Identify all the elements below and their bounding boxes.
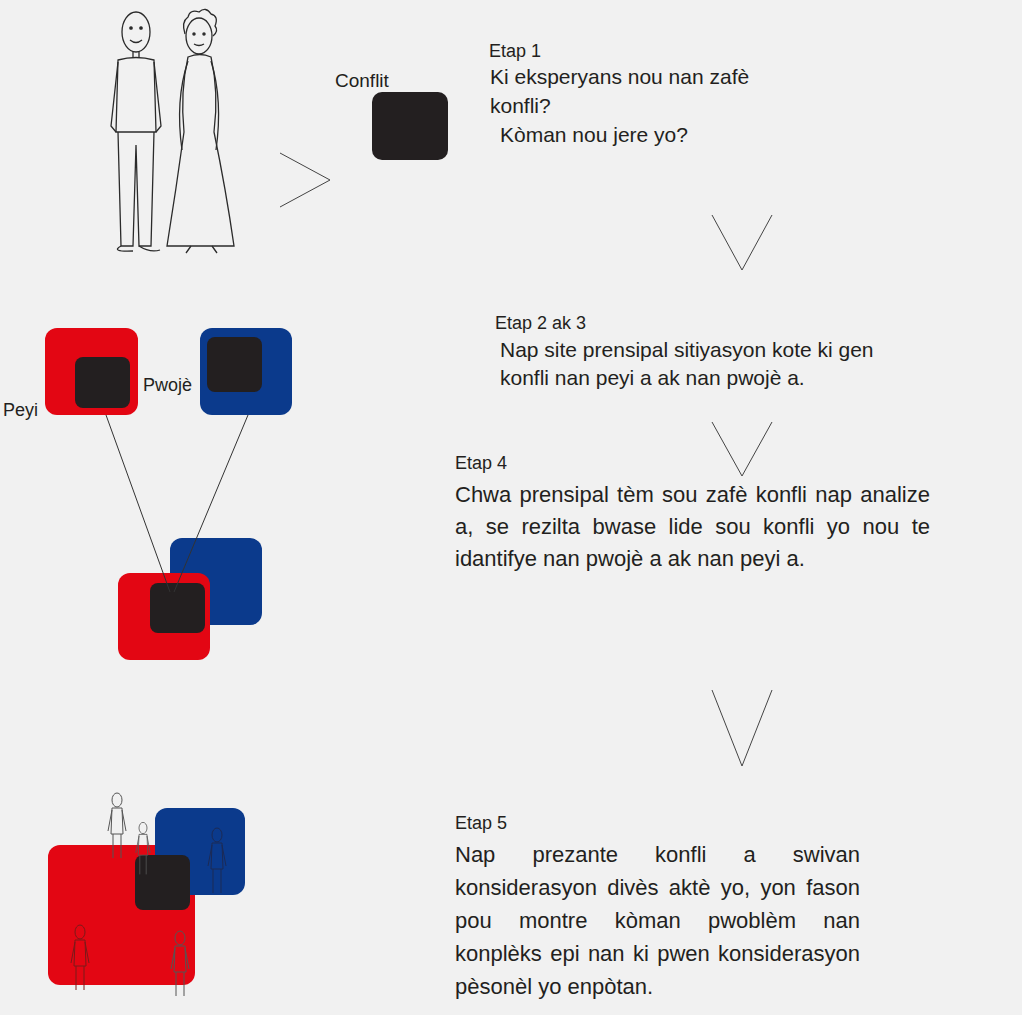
chevron-down xyxy=(712,215,772,270)
country-box: Peyi xyxy=(45,328,138,415)
node-label: Pwojè xyxy=(143,375,192,395)
chevron-down xyxy=(712,422,772,476)
step-heading: Etap 2 ak 3 xyxy=(495,312,715,334)
step-heading: Etap 4 xyxy=(455,452,675,474)
hair xyxy=(184,9,217,36)
black-square xyxy=(135,855,190,910)
eye xyxy=(130,27,132,29)
woman-figure xyxy=(167,9,234,253)
step-text: Chwa prensipal tèm sou zafè konfli nap a… xyxy=(455,479,930,575)
inner-square xyxy=(207,337,262,392)
merged-boxes xyxy=(118,538,262,660)
head xyxy=(186,18,212,54)
arms xyxy=(111,62,161,132)
torso xyxy=(116,58,156,133)
head xyxy=(122,12,150,52)
inner-square-layer xyxy=(45,328,138,415)
background xyxy=(0,0,1022,1015)
step-text: Nap site prensipal sitiyasyon kote ki ge… xyxy=(500,336,875,392)
inner-square xyxy=(75,357,130,408)
mouth xyxy=(130,40,142,43)
legs xyxy=(118,132,154,246)
mouth xyxy=(194,44,204,46)
eye xyxy=(140,27,142,29)
chevron-right xyxy=(280,153,330,207)
actor-figure xyxy=(108,793,126,858)
conflict-square: Conflit xyxy=(372,92,448,160)
inner-square-layer xyxy=(200,328,292,415)
eye xyxy=(203,33,205,35)
arms xyxy=(180,61,219,150)
dress xyxy=(167,55,234,247)
actor-figure xyxy=(136,822,150,874)
actors-boxes xyxy=(48,793,245,996)
feet xyxy=(117,246,160,251)
merge-lines xyxy=(106,415,248,592)
actor-figure xyxy=(71,925,89,990)
eye xyxy=(193,33,195,35)
actor-figure xyxy=(171,931,189,996)
step-heading: Etap 5 xyxy=(455,812,675,834)
node-label: Peyi xyxy=(3,400,38,420)
red-square xyxy=(118,573,210,660)
step-text: Kòman nou jere yo? xyxy=(500,120,800,149)
actor-figure xyxy=(208,828,226,893)
black-square xyxy=(150,583,205,633)
man-figure xyxy=(111,12,161,251)
step-text: Nap prezante konfli a swivan konsiderasy… xyxy=(455,838,860,1003)
node-label: Conflit xyxy=(335,71,389,91)
feet xyxy=(186,246,217,253)
project-box: Pwojè xyxy=(200,328,292,415)
step-text: Ki eksperyans nou nan zafè konfli? xyxy=(490,62,790,120)
red-square xyxy=(48,845,195,985)
step-heading: Etap 1 xyxy=(489,40,709,62)
chevron-down xyxy=(712,690,772,766)
